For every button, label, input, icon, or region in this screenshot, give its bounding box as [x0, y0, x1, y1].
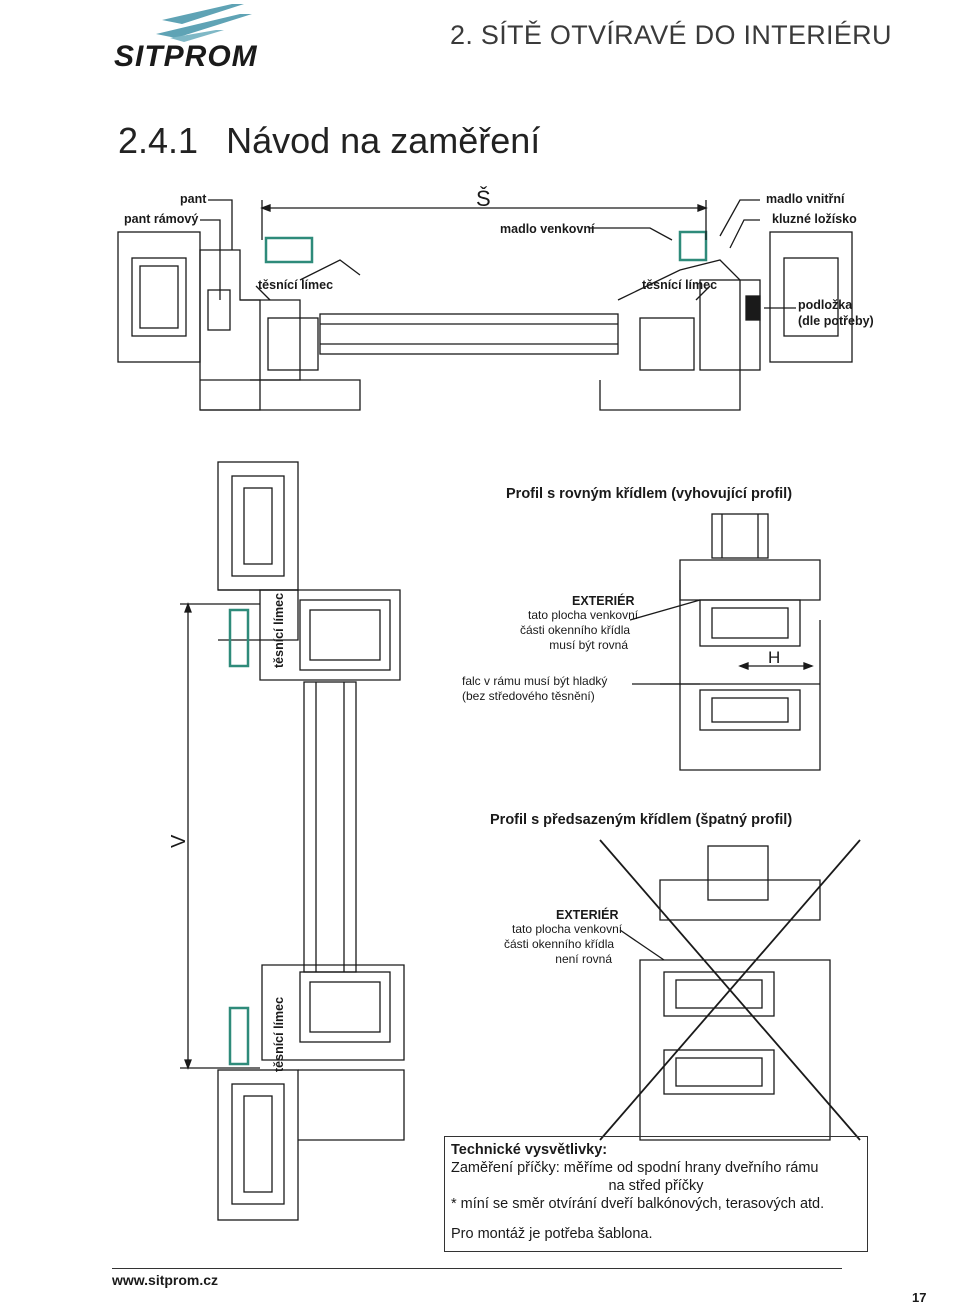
left-section-drawing: [180, 461, 405, 1221]
bad-profile-title: Profil s předsazeným křídlem (špatný pro…: [490, 812, 793, 828]
height-symbol: V: [168, 834, 190, 848]
good-profile-drawing: [629, 513, 821, 771]
label-tesnici-limec-bottom-vertical: těsnící límec: [272, 996, 286, 1072]
notes-line-4: Pro montáž je potřeba šablona.: [451, 1226, 653, 1242]
bad-profile-exterier: EXTERIÉR: [556, 908, 619, 922]
label-tesnici-limec-right: těsnící límec: [642, 278, 718, 292]
footer-url[interactable]: www.sitprom.cz: [112, 1272, 219, 1288]
technical-notes-box: Technické vysvětlivky: Zaměření příčky: …: [444, 1136, 868, 1252]
label-podlozka: podložka: [798, 298, 853, 312]
section-title: 2. SÍTĚ OTVÍRAVÉ DO INTERIÉRU: [450, 20, 892, 50]
label-madlo-vnitrni: madlo vnitřní: [766, 192, 845, 206]
sitprom-logo: SITPROM: [112, 0, 302, 80]
label-tesnici-limec-left: těsnící límec: [258, 278, 334, 292]
bad-profile-drawing: [599, 839, 861, 1141]
top-section-drawing: [117, 199, 853, 411]
bad-profile-desc-1: tato plocha venkovní: [512, 922, 623, 936]
svg-text:SITPROM: SITPROM: [114, 40, 258, 73]
h-symbol: H: [768, 648, 781, 667]
label-pant: pant: [180, 192, 207, 206]
label-podlozka-note: (dle potřeby): [798, 314, 874, 328]
good-profile-falc-2: (bez středového těsnění): [462, 689, 595, 703]
width-symbol: Š: [476, 186, 491, 211]
good-profile-exterier: EXTERIÉR: [572, 594, 635, 608]
notes-line-1: Zaměření příčky: měříme od spodní hrany …: [451, 1160, 819, 1176]
bad-profile-desc-3: není rovná: [555, 952, 612, 966]
notes-title: Technické vysvětlivky:: [451, 1142, 608, 1158]
good-profile-desc-2: části okenního křídla: [520, 623, 631, 637]
heading-title: Návod na zaměření: [226, 120, 541, 161]
label-tesnici-limec-top-vertical: těsnící límec: [272, 592, 286, 668]
page-number: 17: [912, 1290, 927, 1305]
heading-number: 2.4.1: [118, 120, 199, 161]
logo-mark: SITPROM: [114, 4, 258, 73]
footer-divider: [112, 1268, 842, 1269]
good-profile-falc-1: falc v rámu musí být hladký: [462, 674, 608, 688]
notes-line-3: * míní se směr otvírání dveří balkónovýc…: [451, 1196, 825, 1212]
notes-line-2: na střed příčky: [608, 1178, 704, 1194]
label-kluzne-lozisko: kluzné ložísko: [772, 212, 857, 226]
good-profile-desc-3: musí být rovná: [549, 638, 628, 652]
good-profile-desc-1: tato plocha venkovní: [528, 608, 639, 622]
good-profile-title: Profil s rovným křídlem (vyhovující prof…: [506, 486, 793, 502]
label-pant-ramovy: pant rámový: [124, 212, 199, 226]
label-madlo-venkovni: madlo venkovní: [500, 222, 595, 236]
bad-profile-desc-2: části okenního křídla: [504, 937, 615, 951]
page-heading: 2.4.1 Návod na zaměření: [118, 120, 540, 162]
